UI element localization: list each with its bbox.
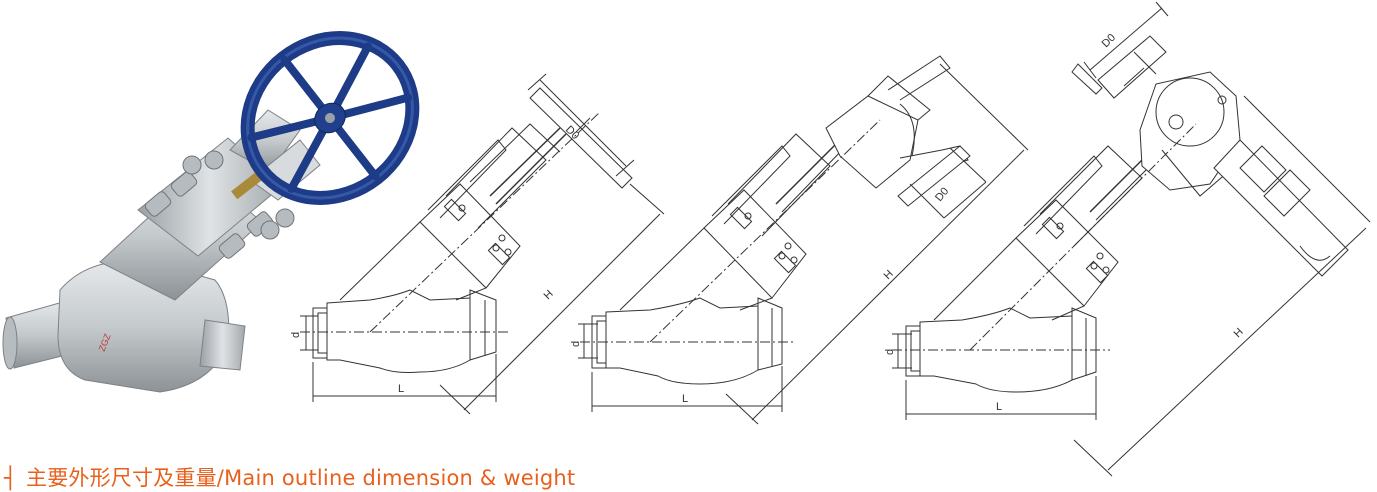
handwheel [240, 31, 420, 205]
drawing-bevel-gear [578, 55, 1029, 425]
label-D0-3: D0 [1100, 32, 1118, 50]
heading-text: 主要外形尺寸及重量/Main outline dimension & weigh… [26, 466, 576, 490]
drawing-handwheel [300, 73, 665, 415]
label-H-3: H [1232, 326, 1246, 340]
drawing-electric [892, 1, 1371, 477]
label-d-1: d [290, 332, 302, 338]
label-H-1: H [542, 288, 556, 302]
label-d-3: d [884, 349, 896, 355]
label-L-1: L [398, 383, 404, 395]
label-D0-2: D0 [933, 185, 951, 203]
heading-marker: ┤ [4, 466, 17, 490]
label-L-3: L [996, 401, 1002, 413]
label-L-2: L [682, 393, 688, 405]
label-d-2: d [570, 341, 582, 347]
bonnet-bolts [144, 150, 295, 259]
valve-photo: ZGZ [2, 31, 420, 393]
section-heading: ┤ 主要外形尺寸及重量/Main outline dimension & weig… [4, 462, 575, 492]
